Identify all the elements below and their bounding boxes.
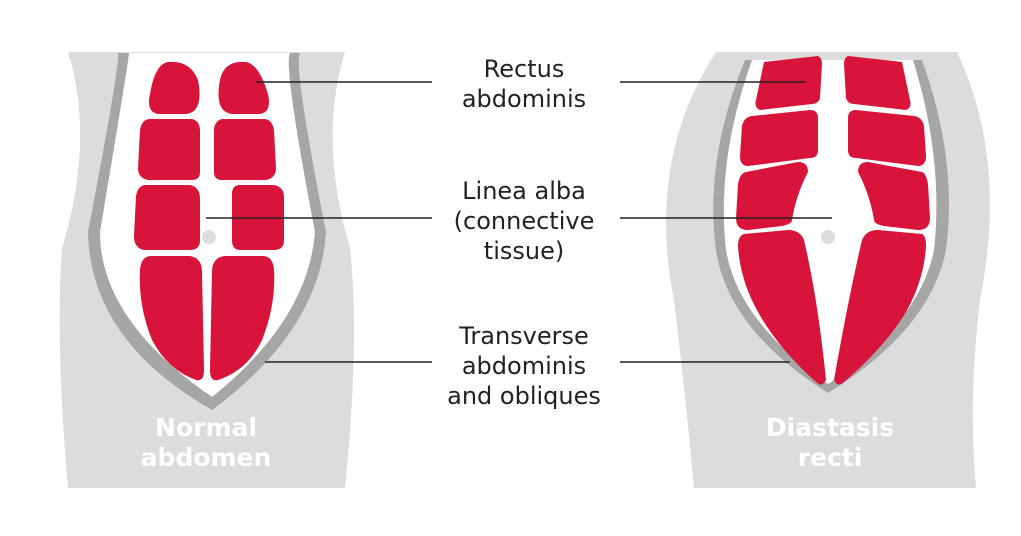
- diastasis-muscle-segment: [844, 56, 911, 110]
- label-rectus-line-1: Rectus: [484, 55, 565, 83]
- normal-muscle-segment: [149, 61, 200, 114]
- diastasis-navel: [821, 230, 835, 244]
- normal-muscle-segment: [210, 256, 275, 381]
- normal-navel: [202, 230, 216, 244]
- label-linea-line-2: (connective: [454, 207, 595, 235]
- normal-muscle-segment: [134, 185, 200, 250]
- label-transverse-line-3: and obliques: [447, 382, 601, 410]
- label-rectus-line-2: abdominis: [462, 85, 586, 113]
- label-linea-line-1: Linea alba: [462, 177, 586, 205]
- center-labels: Rectus abdominis Linea alba (connective …: [447, 55, 601, 410]
- normal-caption-line-1: Normal: [155, 413, 257, 442]
- diastasis-recti-figure: Diastasis recti: [666, 52, 990, 488]
- normal-muscle-segment: [139, 256, 204, 381]
- label-transverse-line-2: abdominis: [462, 352, 586, 380]
- normal-abdomen-figure: Normal abdomen: [59, 52, 355, 488]
- diastasis-muscle-segment: [848, 110, 926, 166]
- diastasis-caption-line-1: Diastasis: [766, 413, 894, 442]
- normal-muscle-segment: [138, 119, 200, 180]
- normal-muscle-segment: [214, 119, 276, 180]
- diastasis-caption-line-2: recti: [798, 443, 863, 472]
- normal-muscle-segment: [218, 61, 269, 114]
- diastasis-rectus-abdominis: [736, 56, 930, 385]
- diastasis-muscle-segment: [834, 230, 926, 385]
- normal-caption-line-2: abdomen: [141, 443, 272, 472]
- diastasis-muscle-segment: [738, 230, 826, 385]
- diastasis-muscle-segment: [740, 110, 818, 166]
- diastasis-muscle-segment: [755, 56, 822, 110]
- diastasis-muscle-segment: [858, 162, 930, 230]
- leader-lines: [206, 81, 832, 363]
- diastasis-muscle-segment: [736, 162, 808, 230]
- label-linea-line-3: tissue): [484, 237, 564, 265]
- label-transverse-line-1: Transverse: [458, 322, 589, 350]
